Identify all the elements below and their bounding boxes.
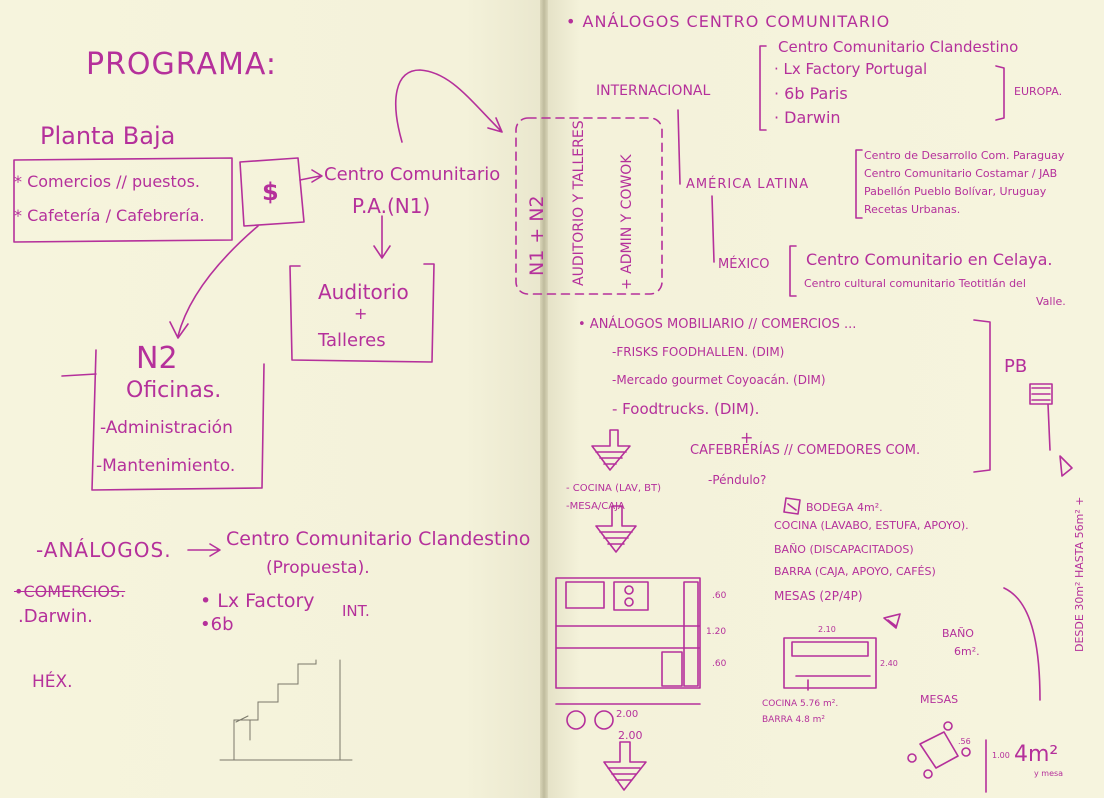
cocina-area: COCINA 5.76 m². <box>762 699 839 709</box>
dim-100: 1.00 <box>992 751 1010 760</box>
latam-item: Centro de Desarrollo Com. Paraguay <box>864 149 1065 162</box>
admin-cowork-vertical: + ADMIN Y COWOK <box>619 154 635 290</box>
n1n2-vertical: N1 + N2 <box>526 195 548 276</box>
program-item-comercios: * Comercios // puestos. <box>14 172 200 191</box>
lx-factory-label: • Lx Factory <box>200 590 315 612</box>
latam-item: Pabellón Pueblo Bolívar, Uruguay <box>864 185 1047 198</box>
spec-line: COCINA (LAVABO, ESTUFA, APOYO). <box>774 519 969 532</box>
europa-label: EUROPA. <box>1014 85 1063 98</box>
bodega-label: BODEGA 4m². <box>806 501 883 514</box>
darwin-label: .Darwin. <box>18 606 93 627</box>
analogos-target: Centro Comunitario Clandestino <box>226 528 531 550</box>
pb-label: PB <box>1004 356 1028 377</box>
intl-item: · 6b Paris <box>774 84 848 103</box>
width-dim: 2.00 <box>616 709 639 720</box>
mesa-caja-label: -MESA/CAJA <box>566 501 625 512</box>
analogos-title: • ANÁLOGOS CENTRO COMUNITARIO <box>566 12 891 31</box>
mesas-note: y mesa <box>1034 769 1064 778</box>
program-item-cafeteria: * Cafetería / Cafebrería. <box>14 206 205 225</box>
analogos-label: -ANÁLOGOS. <box>36 538 172 562</box>
plus-sign: + <box>354 304 368 323</box>
propuesta-label: (Propuesta). <box>266 558 370 578</box>
plus-sign: + <box>740 428 754 447</box>
america-latina-label: AMÉRICA LATINA <box>686 177 810 192</box>
cocina-label: - COCINA (LAV, BT) <box>566 483 662 494</box>
centro-comunitario-label: Centro Comunitario <box>324 164 501 185</box>
latam-item: Centro Comunitario Costamar / JAB <box>864 167 1058 180</box>
internacional-label: INTERNACIONAL <box>596 83 711 99</box>
left-page <box>0 0 546 798</box>
intl-item: Centro Comunitario Clandestino <box>778 38 1019 56</box>
int-label: INT. <box>342 602 370 620</box>
dim-label: .60 <box>712 659 727 669</box>
cafeterias-label: CAFEBRERÍAS // COMEDORES COM. <box>690 443 921 458</box>
mexico-label: MÉXICO <box>718 257 770 272</box>
spec-line: BAÑO (DISCAPACITADOS) <box>774 543 914 556</box>
administracion-label: -Administración <box>100 418 233 438</box>
auditorio-talleres-vertical: AUDITORIO Y TALLERES <box>571 120 587 286</box>
spec-line: BARRA (CAJA, APOYO, CAFÉS) <box>774 565 936 578</box>
spec-line: MESAS (2P/4P) <box>774 589 863 603</box>
dim-210: 2.10 <box>818 625 836 634</box>
mobiliario-item: -FRISKS FOODHALLEN. (DIM) <box>612 345 785 359</box>
dim-label: .60 <box>712 591 727 601</box>
six-b-label: •6b <box>200 614 234 635</box>
notebook-spine <box>540 0 548 798</box>
pendulo-label: -Péndulo? <box>708 473 767 487</box>
dollar-sign: $ <box>262 178 279 206</box>
talleres-label: Talleres <box>318 330 386 351</box>
bottom-dim: 2.00 <box>618 729 643 742</box>
intl-item: · Darwin <box>774 108 841 127</box>
page-title: PROGRAMA: <box>86 47 277 82</box>
mex-label: HÉX. <box>32 672 73 692</box>
intl-item: · Lx Factory Portugal <box>774 60 928 78</box>
bano-area: 6m². <box>954 645 980 658</box>
area-range-vertical: DESDE 30m² HASTA 56m² + <box>1073 496 1086 652</box>
mantenimiento-label: -Mantenimiento. <box>96 456 236 476</box>
mesas-area: 4m² <box>1014 742 1059 767</box>
auditorio-label: Auditorio <box>318 280 409 304</box>
dim-label: 1.20 <box>706 627 727 637</box>
mexico-item: Valle. <box>1036 295 1066 308</box>
barra-area: BARRA 4.8 m² <box>762 715 826 725</box>
latam-item: Recetas Urbanas. <box>864 203 961 216</box>
mobiliario-item: - Foodtrucks. (DIM). <box>612 400 760 418</box>
bano-label: BAÑO <box>942 627 974 640</box>
mobiliario-title: • ANÁLOGOS MOBILIARIO // COMERCIOS ... <box>578 317 857 332</box>
oficinas-label: Oficinas. <box>126 378 222 403</box>
scribbled-word: •COMERCIOS. <box>14 582 126 601</box>
planta-baja-label: Planta Baja <box>40 122 176 150</box>
mexico-item: Centro cultural comunitario Teotitlán de… <box>804 277 1026 290</box>
mexico-item: Centro Comunitario en Celaya. <box>806 250 1053 269</box>
mobiliario-item: -Mercado gourmet Coyoacán. (DIM) <box>612 373 826 387</box>
dim-240: 2.40 <box>880 659 898 668</box>
mesas-label: MESAS <box>920 693 959 706</box>
n2-label: N2 <box>136 341 178 376</box>
pa-n1-label: P.A.(N1) <box>352 194 431 218</box>
dim-056: .56 <box>958 737 971 746</box>
